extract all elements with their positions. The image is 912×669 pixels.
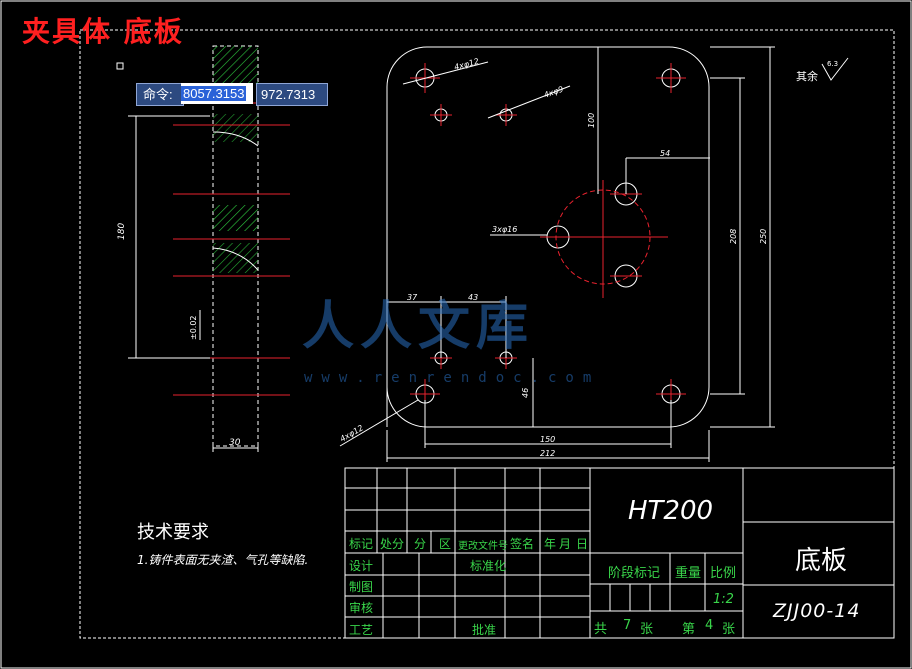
dim-54: 54 [660,149,670,158]
dim-3xphi16: 3xφ16 [492,225,517,234]
small-square-marker [116,62,124,70]
plate-view [339,46,775,462]
tb-header-mark: 标记 [349,537,374,551]
roughness-label: 其余 [796,69,818,83]
tb-header-fen: 分 [414,537,427,551]
dim-43: 43 [468,293,478,302]
tb-total-label: 共 [594,622,608,637]
dim-46: 46 [521,388,530,398]
tb-drawing-number: ZJJ00-14 [773,600,861,622]
tech-requirement-item: 1.铸件表面无夹渣、气孔等缺陷. [137,553,309,567]
tb-weight: 重量 [675,566,702,581]
tb-header-month: 月 [559,537,572,551]
command-x-input[interactable]: 8057.3153 [181,83,253,104]
tb-role-check: 审核 [349,601,374,615]
dim-208: 208 [729,229,738,244]
tb-part-name: 底板 [795,546,848,576]
tb-sheet-label: 第 [682,622,696,637]
tb-material: HT200 [628,496,714,526]
dim-100: 100 [587,113,596,128]
command-y-input[interactable]: 972.7313 [256,83,328,106]
side-view [128,45,290,452]
dim-4xphi9: 4xφ9 [543,85,565,100]
command-x-value: 8057.3153 [181,86,247,101]
tb-total-number: 7 [623,618,632,633]
roughness-icon [821,57,849,81]
title-block [344,467,895,639]
tb-role-process: 工艺 [349,623,374,637]
watermark-text: 人人文库 [302,296,535,357]
drawing-frame-inner [79,29,895,639]
tech-requirements-title: 技术要求 [137,522,209,543]
dim-30: 30 [229,438,241,448]
tb-header-change-doc: 更改文件号 [458,541,508,552]
tb-sheet-unit: 张 [722,622,736,637]
tb-stage-mark: 阶段标记 [608,566,661,581]
roughness-value: 6.3 [827,60,838,68]
dim-37: 37 [407,293,418,302]
dim-212: 212 [540,449,555,458]
dim-250: 250 [759,229,768,244]
tb-role-design: 设计 [349,559,374,573]
tb-sheet-number: 4 [705,618,714,633]
tb-header-qu: 区 [439,537,452,551]
tb-role-approve: 批准 [472,623,497,637]
command-label: 命令: [136,83,184,106]
dim-180: 180 [117,223,127,240]
watermark-url: www.renrendoc.com [304,370,601,386]
tb-ratio: 比例 [710,566,737,581]
tb-role-draw: 制图 [349,580,374,594]
tb-scale-value: 1:2 [713,592,734,607]
tb-total-unit: 张 [640,622,654,637]
tb-role-standard: 标准化 [470,559,507,573]
dim-150: 150 [540,435,555,444]
tb-header-signature: 签名 [510,537,535,551]
drawing-title: 夹具体 底板 [22,15,184,48]
tb-header-day: 日 [576,537,589,551]
dim-4xphi12-top: 4xφ12 [453,57,480,72]
tb-header-division: 处分 [380,537,405,551]
tb-header-year: 年 [544,537,557,551]
dim-side-tolerance: ±0.02 [189,315,198,340]
